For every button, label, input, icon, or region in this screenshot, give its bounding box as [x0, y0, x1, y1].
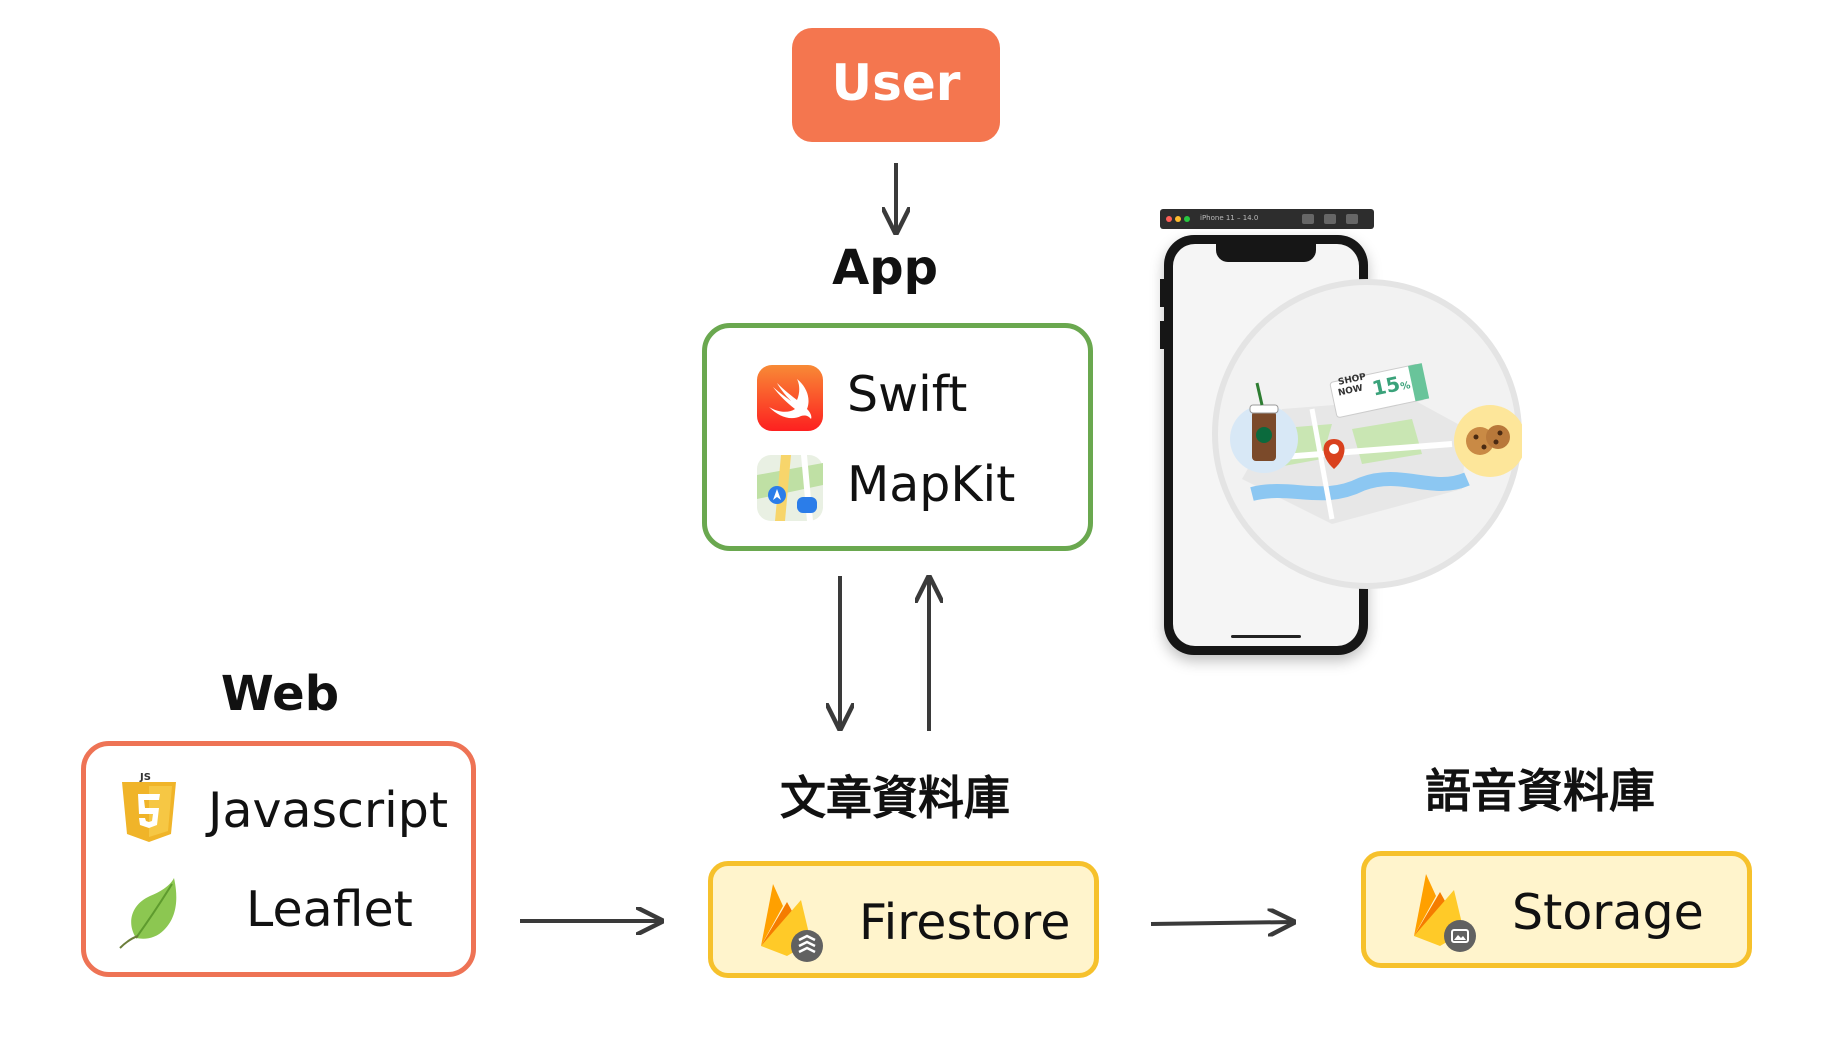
phone-notch: [1216, 244, 1316, 262]
leaflet-label: Leaflet: [246, 881, 413, 938]
mapkit-label: MapKit: [847, 456, 1016, 513]
swift-icon: [757, 365, 823, 431]
storage-label: Storage: [1512, 884, 1704, 941]
javascript-icon: JS: [120, 770, 178, 844]
window-close-icon: [1166, 216, 1172, 222]
rotate-icon: [1346, 214, 1358, 224]
storage-box: Storage: [1361, 851, 1752, 968]
mapkit-icon: [757, 455, 823, 521]
phone-side-button: [1160, 321, 1164, 349]
leaflet-icon: [116, 876, 186, 950]
window-minimize-icon: [1175, 216, 1181, 222]
arrow-firestore-to-storage: [1150, 922, 1293, 924]
firestore-box: Firestore: [708, 861, 1099, 978]
firestore-icon: [755, 880, 825, 964]
user-label: User: [831, 54, 961, 112]
article-db-heading: 文章資料庫: [780, 771, 1010, 825]
javascript-label: Javascript: [208, 782, 449, 839]
user-node: User: [792, 28, 1000, 142]
app-heading: App: [832, 240, 938, 296]
home-icon: [1324, 214, 1336, 224]
screenshot-icon: [1302, 214, 1314, 224]
simulator-title: iPhone 11 – 14.0: [1200, 214, 1259, 222]
phone-mockup: iPhone 11 – 14.0: [1160, 209, 1526, 659]
firestore-label: Firestore: [859, 894, 1071, 951]
app-box: Swift MapKit: [702, 323, 1093, 551]
simulator-title-bar: iPhone 11 – 14.0: [1160, 209, 1374, 229]
home-indicator: [1231, 635, 1301, 638]
swift-label: Swift: [847, 366, 968, 423]
web-box: JS Javascript Leaflet: [81, 741, 476, 977]
phone-side-button: [1160, 279, 1164, 307]
storage-icon: [1408, 870, 1478, 954]
voice-db-heading: 語音資料庫: [1425, 764, 1655, 818]
window-zoom-icon: [1184, 216, 1190, 222]
map-illustration: SHOP NOW 15%: [1212, 279, 1526, 589]
svg-text:JS: JS: [139, 772, 151, 783]
web-heading: Web: [220, 666, 340, 722]
